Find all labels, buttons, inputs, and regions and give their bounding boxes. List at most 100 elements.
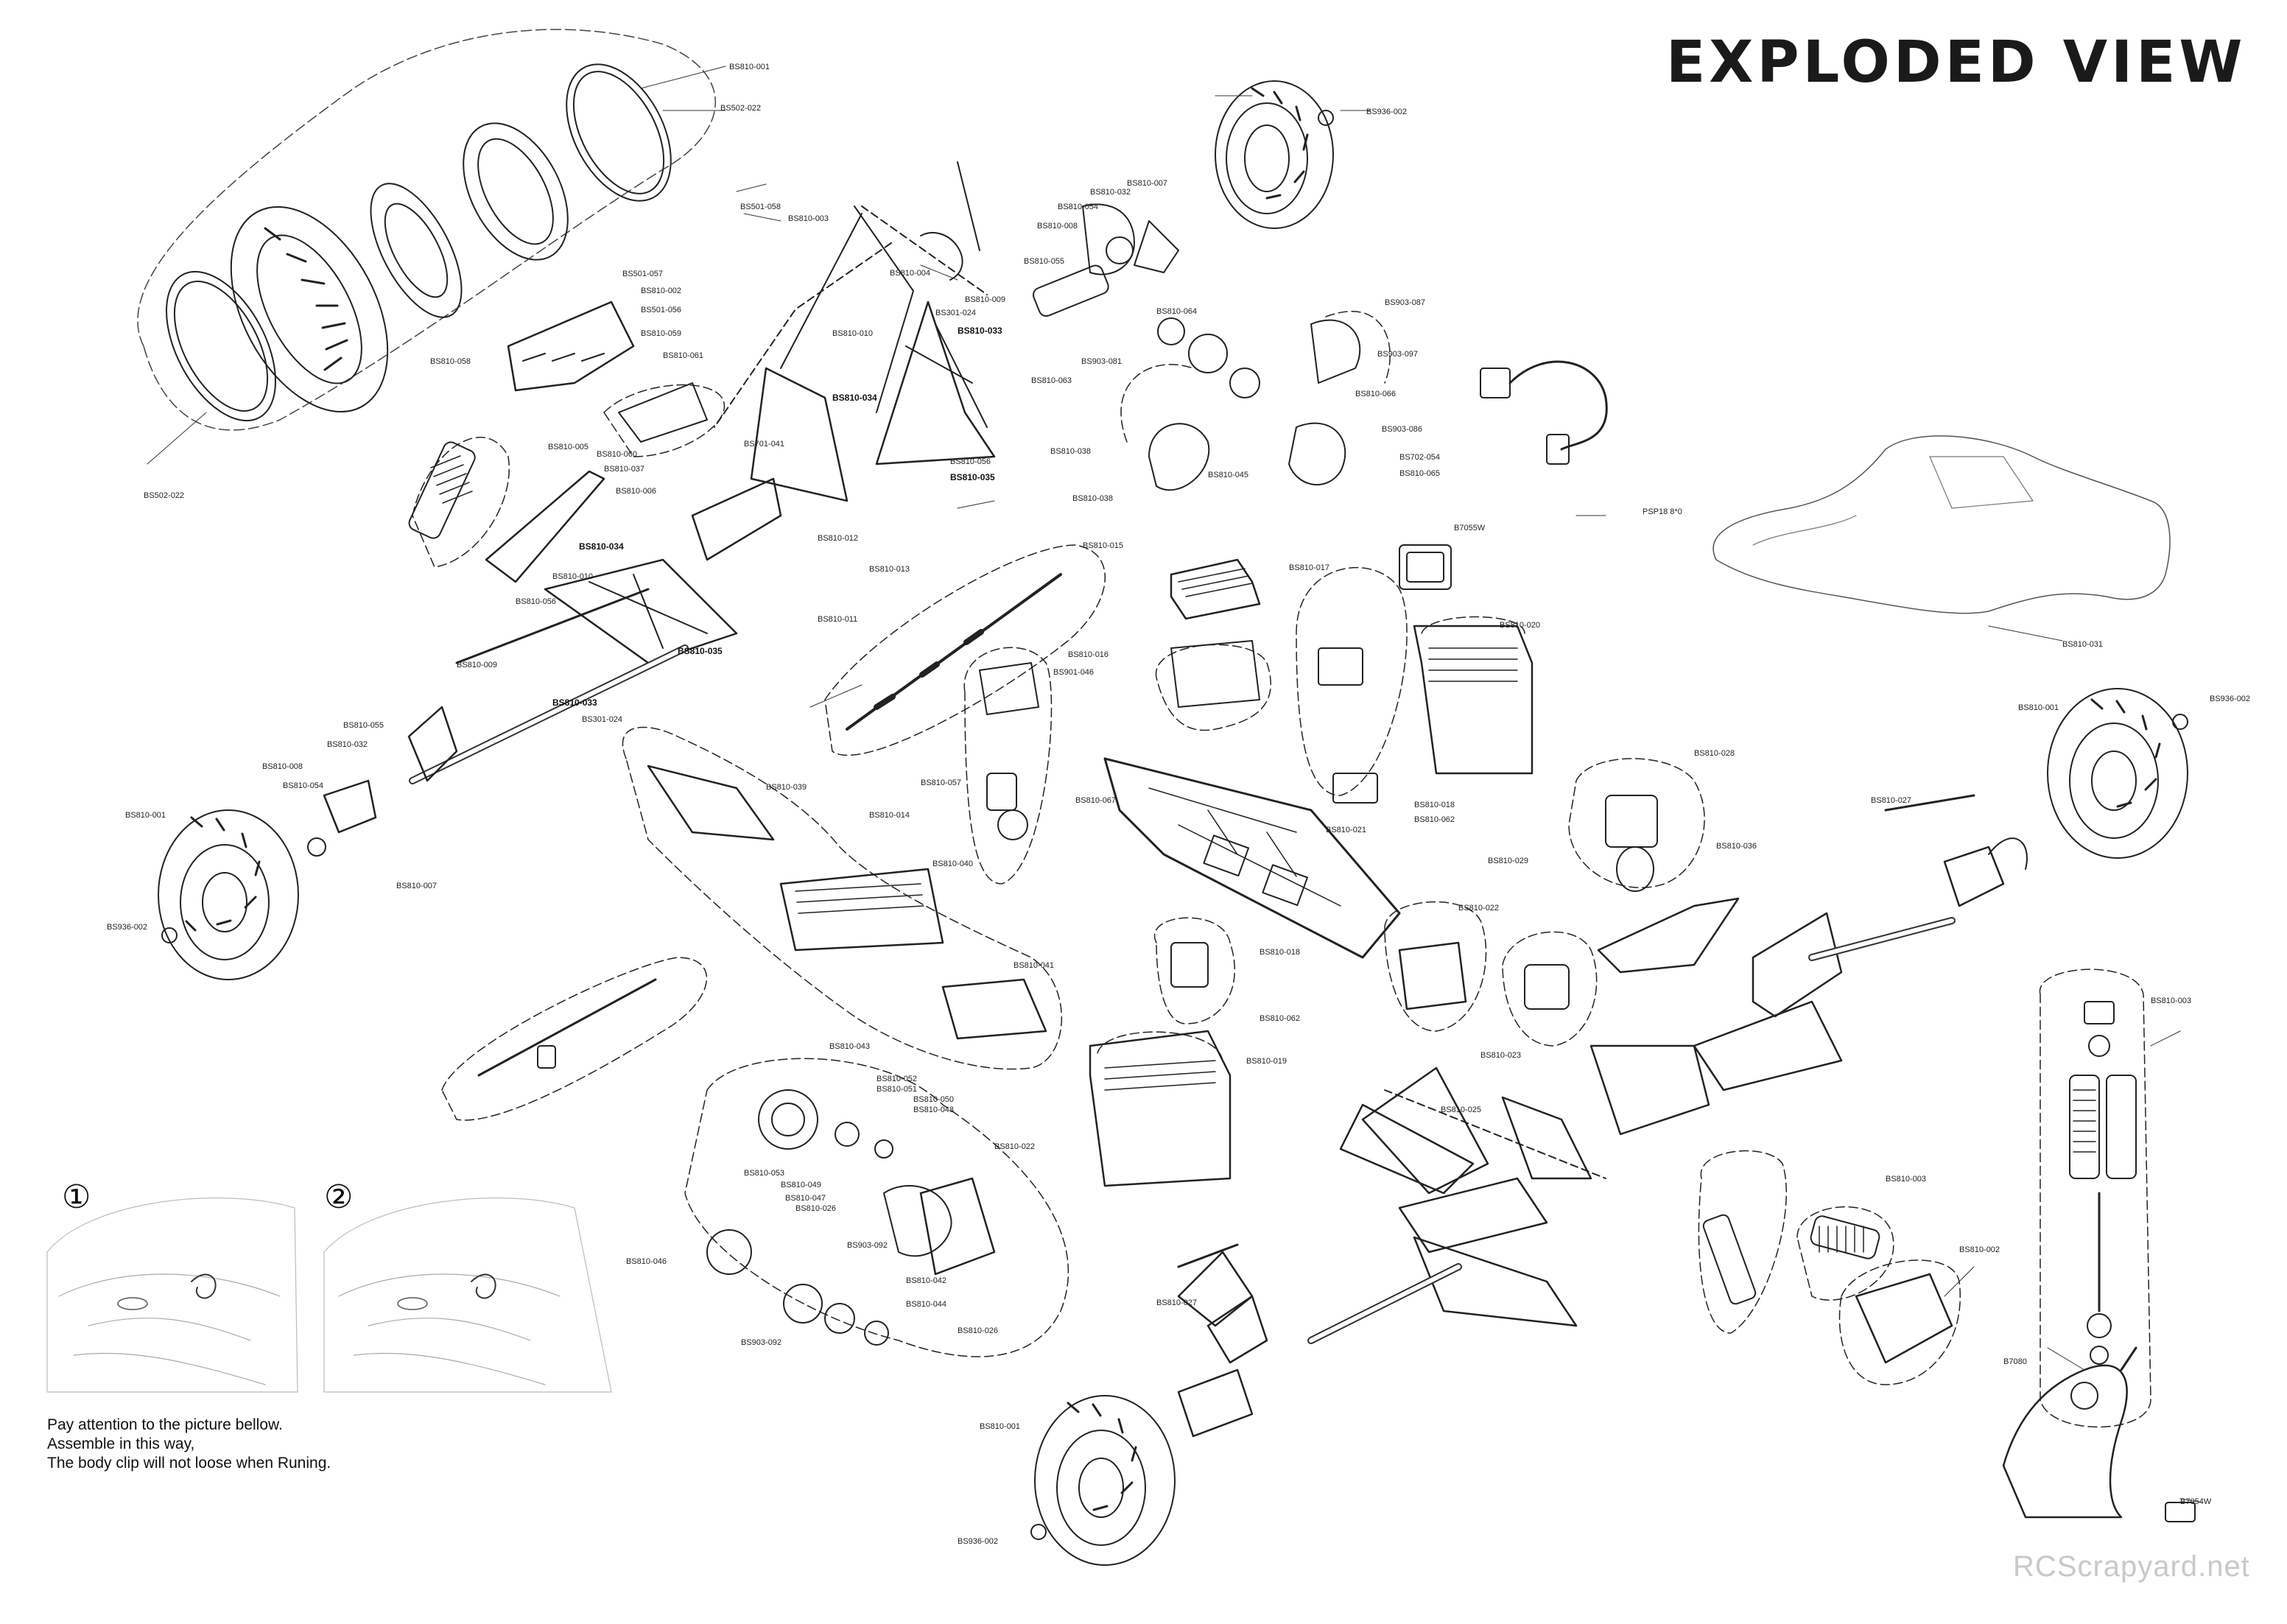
part-label: BS501-058 [740, 203, 781, 211]
part-label: BS936-002 [107, 923, 147, 932]
part-label: BS810-050 [913, 1095, 954, 1104]
part-label: BS810-008 [262, 762, 303, 771]
part-label: BS903-092 [847, 1241, 888, 1250]
part-label: BS810-005 [548, 443, 589, 451]
part-label: BS810-063 [1031, 376, 1072, 385]
assembly-note-line: The body clip will not loose when Runing… [47, 1455, 331, 1472]
part-label: BS810-018 [1414, 801, 1455, 809]
part-label: BS810-004 [890, 269, 930, 278]
wire-harness [1480, 360, 1608, 465]
part-label: B7080 [2003, 1357, 2027, 1366]
part-label: BS810-059 [641, 329, 681, 338]
assembly-note: Pay attention to the picture bellow. Ass… [47, 1416, 331, 1473]
receiver-box [1089, 917, 1236, 1187]
rear-right-arms [1361, 897, 1956, 1195]
part-label: BS702-054 [1399, 453, 1440, 462]
part-label: BS810-021 [1326, 826, 1366, 834]
part-label: BS810-002 [641, 287, 681, 295]
part-label: BS810-052 [876, 1075, 917, 1083]
part-label: BS810-018 [1260, 948, 1300, 957]
watermark: RCScrapyard.net [2013, 1550, 2250, 1583]
part-label: BS810-029 [1488, 857, 1528, 865]
part-label: BS810-002 [1959, 1245, 2000, 1254]
part-label: BS810-049 [781, 1181, 821, 1189]
part-label: BS810-013 [869, 565, 910, 574]
bottom-wheel [1030, 1243, 1268, 1566]
part-label: BS903-081 [1081, 357, 1122, 366]
part-label: BS810-043 [829, 1042, 870, 1051]
steering-servo-group [963, 647, 1053, 885]
centre-shaft-inset [441, 957, 708, 1121]
part-label: BS810-041 [1013, 961, 1054, 970]
front-left-shock [408, 437, 510, 568]
part-label: BS810-001 [125, 811, 166, 820]
front-bumper-and-arms [455, 300, 782, 664]
part-label: BS810-053 [744, 1169, 784, 1178]
part-label: BS810-051 [876, 1085, 917, 1094]
part-label: BS301-024 [935, 309, 976, 317]
part-label: BS810-054 [1058, 203, 1098, 211]
part-label: BS903-086 [1382, 425, 1422, 434]
part-label: BS903-087 [1385, 298, 1425, 307]
centre-right-gearbox [1384, 758, 1705, 1047]
upper-centre-wheel [1215, 80, 1334, 229]
part-label: BS936-002 [1366, 108, 1407, 116]
part-label: BS810-048 [913, 1105, 954, 1114]
part-label: BS810-031 [2062, 640, 2103, 649]
front-left-wheel-group [137, 29, 716, 431]
part-label: BS810-064 [1156, 307, 1197, 316]
part-label: BS810-001 [729, 63, 770, 71]
part-label: BS502-022 [720, 104, 761, 113]
front-suspension-assembly [714, 161, 1179, 502]
centre-shaft-long [824, 544, 1106, 756]
part-label: BS810-022 [1458, 904, 1499, 913]
electronics-group [1156, 544, 1534, 804]
front-diff-assembly [1120, 311, 1391, 491]
inset-1 [46, 1197, 298, 1393]
part-label: BS810-040 [932, 860, 973, 868]
part-label: BS810-056 [516, 597, 556, 606]
part-label: BS810-032 [1090, 188, 1131, 197]
part-label: BS810-028 [1694, 749, 1735, 758]
part-label: BS810-025 [1441, 1105, 1481, 1114]
assembly-note-line: Assemble in this way, [47, 1435, 195, 1452]
part-label: BS810-035 [950, 472, 995, 482]
transmitter [2002, 1346, 2196, 1522]
part-label: BS810-042 [906, 1276, 946, 1285]
part-label: BS810-062 [1260, 1014, 1300, 1023]
part-label: BS810-061 [663, 351, 703, 360]
part-label: BS936-002 [2210, 695, 2250, 703]
part-label: BS810-038 [1050, 447, 1091, 456]
part-label: BS810-037 [604, 465, 644, 474]
part-label: BS810-010 [832, 329, 873, 338]
part-label: BS501-057 [622, 270, 663, 278]
part-label: BS810-039 [766, 783, 807, 792]
part-label: BS810-022 [994, 1142, 1035, 1151]
part-label: BS810-007 [1127, 179, 1167, 188]
part-label: BS810-027 [1156, 1298, 1197, 1307]
part-label: BS810-033 [958, 326, 1002, 336]
part-label: BS901-046 [1053, 668, 1094, 677]
part-label: BS810-010 [552, 572, 593, 581]
part-label: PSP18 8*0 [1643, 507, 1682, 516]
part-label: BS810-001 [980, 1422, 1020, 1431]
part-label: BS810-017 [1289, 563, 1329, 572]
part-label: BS810-008 [1037, 222, 1078, 231]
part-label: BS810-012 [818, 534, 858, 543]
inset-2-number: ② [324, 1178, 353, 1216]
part-label: BS810-011 [818, 615, 857, 624]
body-shell [1712, 435, 2171, 614]
part-label: BS810-015 [1083, 541, 1123, 550]
assembly-note-line: Pay attention to the picture bellow. [47, 1416, 283, 1433]
part-label: BS810-045 [1208, 471, 1248, 479]
part-label: BS810-047 [785, 1194, 826, 1203]
part-label: BS810-044 [906, 1300, 946, 1309]
left-battery-tray [622, 726, 1063, 1070]
part-label: BS810-034 [579, 541, 624, 552]
part-label: BS810-016 [1068, 650, 1109, 659]
inset-2 [323, 1197, 612, 1393]
part-label: BS810-023 [1480, 1051, 1521, 1060]
part-label: BS502-022 [144, 491, 184, 500]
part-label: BS810-032 [327, 740, 368, 749]
part-label: BS810-034 [832, 393, 877, 403]
